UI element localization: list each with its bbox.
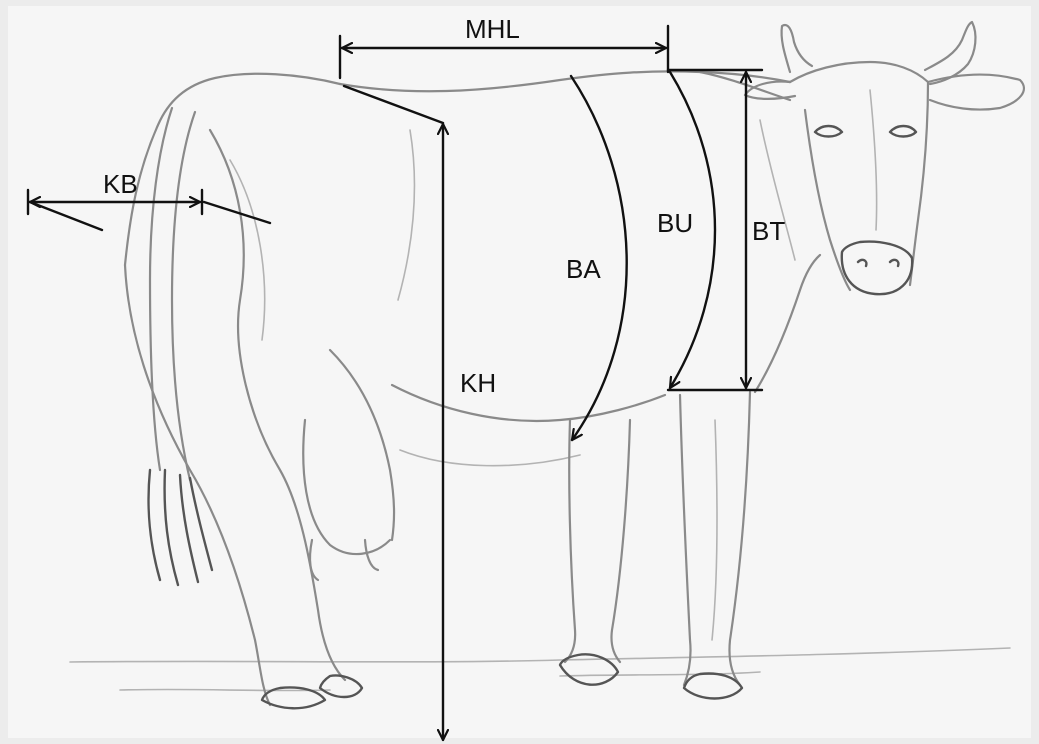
kb-right-guide (204, 202, 270, 223)
measurement-kb (28, 190, 270, 230)
label-kb: KB (103, 169, 138, 199)
label-ba: BA (566, 254, 601, 284)
label-bu: BU (657, 208, 693, 238)
measurement-kh (344, 86, 443, 740)
label-kh: KH (460, 368, 496, 398)
ground-line (70, 648, 1010, 691)
label-mhl: MHL (465, 14, 520, 44)
cow-sketch (125, 22, 1024, 708)
label-bt: BT (752, 216, 785, 246)
kb-left-guide (30, 202, 102, 230)
